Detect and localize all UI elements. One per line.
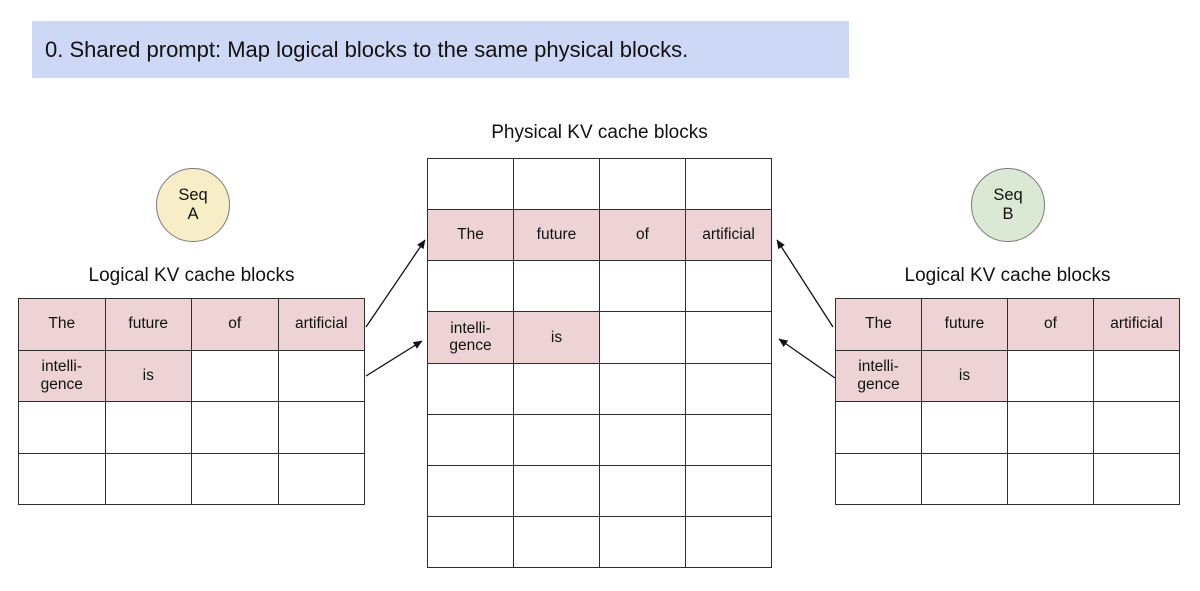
kv-block-cell [19,402,106,454]
physical-table-title: Physical KV cache blocks [491,122,708,143]
seq-b-block0-to-physical-block1 [776,239,834,328]
seq-a-block0-to-physical-block1 [365,239,426,328]
kv-block-cell [428,516,514,568]
seq-b-badge: Seq B [971,168,1045,242]
kv-block-cell: intelli- gence [836,350,922,402]
seq-a-block1-to-physical-block3 [365,340,423,377]
kv-block-cell [600,465,686,517]
kv-block-cell [278,402,365,454]
kv-block-cell: intelli- gence [19,350,106,402]
kv-block-cell [686,159,772,211]
logical-a-table-title: Logical KV cache blocks [88,265,295,286]
kv-block-cell: is [514,312,600,364]
kv-block-cell: is [922,350,1008,402]
kv-block-cell: The [19,299,106,351]
kv-block-cell [922,402,1008,454]
seq-b-label: Seq B [993,185,1023,223]
kv-block-cell [19,453,106,505]
kv-block-cell [428,414,514,466]
kv-block-cell [686,261,772,313]
kv-block-cell [192,402,279,454]
kv-block-cell [1094,402,1180,454]
kv-block-cell [278,350,365,402]
logical-b-table-title: Logical KV cache blocks [904,265,1111,286]
kv-block-cell: of [600,210,686,262]
kv-block-cell [1008,350,1094,402]
kv-block-cell [514,465,600,517]
kv-block-cell: future [922,299,1008,351]
kv-block-cell [922,453,1008,505]
kv-block-cell: of [192,299,279,351]
kv-block-cell: artificial [1094,299,1180,351]
kv-block-cell: future [514,210,600,262]
kv-block-cell [1094,453,1180,505]
kv-block-cell [686,414,772,466]
step-banner-text: 0. Shared prompt: Map logical blocks to … [45,36,689,62]
kv-block-cell: artificial [278,299,365,351]
kv-block-cell [514,414,600,466]
kv-block-cell [428,465,514,517]
kv-block-cell: The [428,210,514,262]
kv-block-cell [514,159,600,211]
kv-block-cell: is [105,350,192,402]
kv-block-cell [1094,350,1180,402]
kv-block-cell [600,159,686,211]
kv-block-cell [428,159,514,211]
kv-block-cell [600,261,686,313]
kv-block-cell: intelli- gence [428,312,514,364]
seq-b-block1-to-physical-block3 [778,338,836,379]
step-banner: 0. Shared prompt: Map logical blocks to … [32,21,849,78]
kv-block-cell [105,453,192,505]
kv-block-cell [686,312,772,364]
kv-block-cell [514,363,600,415]
kv-block-cell: artificial [686,210,772,262]
kv-block-cell [600,363,686,415]
kv-block-cell [514,516,600,568]
kv-block-cell [428,261,514,313]
kv-block-cell [686,516,772,568]
kv-block-cell: The [836,299,922,351]
kv-block-cell [686,363,772,415]
kv-block-cell [600,312,686,364]
kv-block-cell [836,402,922,454]
kv-block-cell [686,465,772,517]
kv-block-cell [192,350,279,402]
kv-block-cell [600,516,686,568]
kv-block-cell [836,453,922,505]
seq-a-badge: Seq A [156,168,230,242]
kv-block-cell [105,402,192,454]
kv-block-cell [428,363,514,415]
kv-block-cell [1008,402,1094,454]
kv-block-cell [192,453,279,505]
kv-block-cell [514,261,600,313]
seq-a-label: Seq A [178,185,208,223]
kv-block-cell [1008,453,1094,505]
kv-block-cell [278,453,365,505]
kv-block-cell [600,414,686,466]
kv-block-cell: future [105,299,192,351]
kv-block-cell: of [1008,299,1094,351]
